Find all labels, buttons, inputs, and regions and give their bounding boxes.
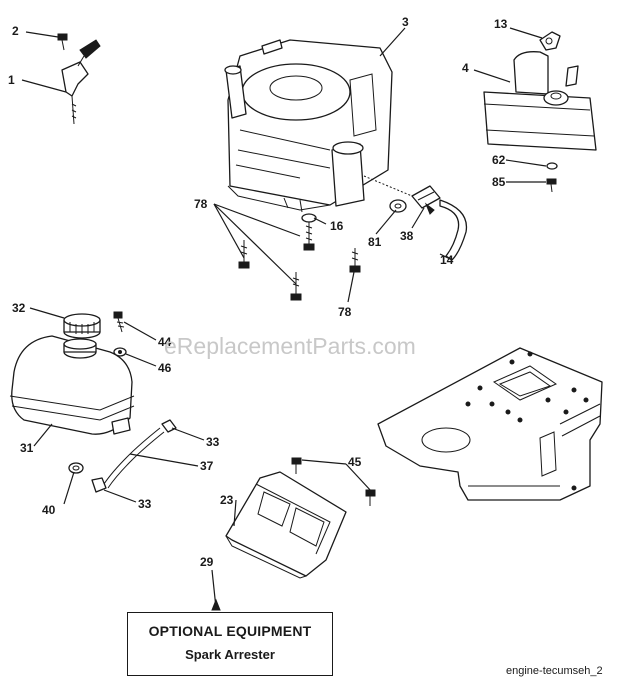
callout-29: 29 xyxy=(200,555,214,569)
screw xyxy=(113,311,125,333)
callout-40: 40 xyxy=(42,503,56,517)
fuel-tank xyxy=(9,335,135,435)
callout-78: 78 xyxy=(194,197,208,211)
bolt xyxy=(290,272,302,301)
clamp xyxy=(389,199,407,213)
muffler xyxy=(483,51,597,151)
spark-arrester xyxy=(225,471,347,579)
callout-3: 3 xyxy=(402,15,409,29)
optional-equipment-box: OPTIONAL EQUIPMENT Spark Arrester xyxy=(127,612,333,676)
washer xyxy=(546,162,558,170)
engine-mounting-bracket xyxy=(377,347,603,501)
screw xyxy=(546,178,557,193)
washer xyxy=(113,347,127,357)
callout-38: 38 xyxy=(400,229,414,243)
callout-1: 1 xyxy=(8,73,15,87)
bolt xyxy=(238,240,250,269)
callout-31: 31 xyxy=(20,441,34,455)
fuel-filter xyxy=(363,175,441,215)
callout-46: 46 xyxy=(158,361,172,375)
fuel-hose xyxy=(103,427,165,489)
callout-4: 4 xyxy=(462,61,469,75)
callout-33: 33 xyxy=(138,497,152,511)
callout-81: 81 xyxy=(368,235,382,249)
screw xyxy=(365,489,376,506)
clamp xyxy=(161,419,177,433)
screw xyxy=(291,457,302,474)
callout-13: 13 xyxy=(494,17,508,31)
watermark-text: eReplacementParts.com xyxy=(164,333,416,359)
screw xyxy=(57,33,68,51)
callout-78: 78 xyxy=(338,305,352,319)
callout-32: 32 xyxy=(12,301,26,315)
fuel-cap xyxy=(63,313,101,339)
callout-62: 62 xyxy=(492,153,506,167)
callout-33: 33 xyxy=(206,435,220,449)
clamp xyxy=(91,477,107,493)
callout-14: 14 xyxy=(440,253,454,267)
callout-44: 44 xyxy=(158,335,172,349)
callout-16: 16 xyxy=(330,219,344,233)
gasket xyxy=(539,31,561,51)
throttle-control xyxy=(61,39,101,125)
bolt xyxy=(349,248,361,273)
callout-37: 37 xyxy=(200,459,214,473)
fuel-hose xyxy=(439,199,468,261)
callout-85: 85 xyxy=(492,175,506,189)
callout-23: 23 xyxy=(220,493,234,507)
optional-equipment-subtitle: Spark Arrester xyxy=(185,647,275,662)
bushing xyxy=(68,462,84,474)
figure-id: engine-tecumseh_2 xyxy=(506,665,603,677)
callouts: 2 1 3 13 4 62 85 78 16 81 38 14 78 32 44… xyxy=(8,15,508,569)
callout-45: 45 xyxy=(348,455,362,469)
callout-2: 2 xyxy=(12,24,19,38)
bolt xyxy=(303,220,315,251)
leader-lines xyxy=(21,27,547,611)
engine xyxy=(224,39,393,213)
washer xyxy=(301,213,317,223)
optional-equipment-title: OPTIONAL EQUIPMENT xyxy=(148,623,312,639)
